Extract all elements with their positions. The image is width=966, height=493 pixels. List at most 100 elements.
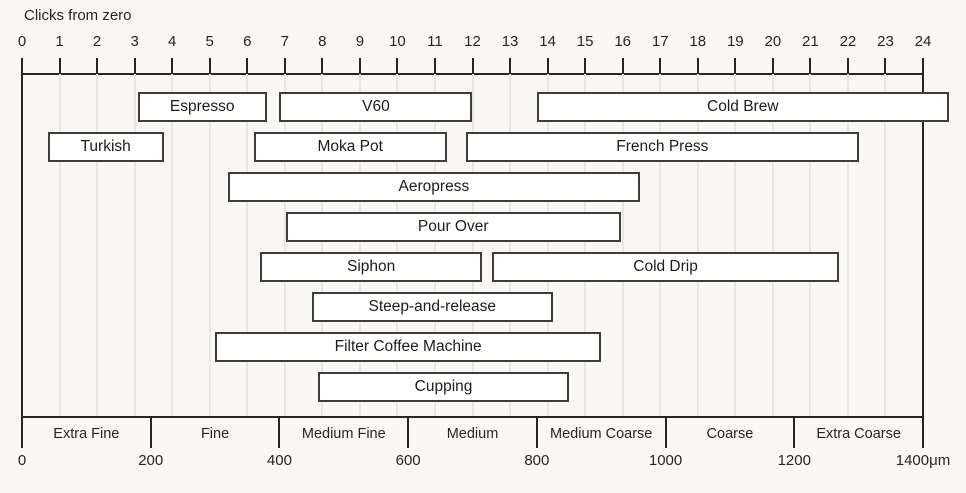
click-tick [396,58,399,74]
click-tick [171,58,174,74]
micron-tick-label: 1400μm [895,452,951,469]
click-tick-label: 16 [614,33,631,50]
click-tick-label: 22 [839,33,857,50]
click-tick-label: 9 [355,33,365,50]
click-tick-label: 14 [539,33,556,50]
gridline [321,74,324,417]
method-bar-label: V60 [362,98,390,115]
gridline [396,74,399,417]
gridline [771,74,774,417]
gridline [433,74,436,417]
method-bar: Espresso [137,92,267,122]
click-tick [208,58,211,74]
click-tick-label: 11 [427,33,443,50]
method-bar-label: Moka Pot [317,138,383,155]
click-tick [433,58,436,74]
gridline [621,74,624,417]
method-bar: French Press [466,132,859,162]
click-tick [846,58,849,74]
click-tick-label: 0 [17,33,27,50]
click-tick [809,58,812,74]
gridline [283,74,286,417]
gridline [846,74,849,417]
click-tick [546,58,549,74]
click-tick [659,58,662,74]
micron-tick-label: 0 [17,452,27,469]
click-tick [734,58,737,74]
method-bar-label: Cold Brew [707,98,779,115]
micron-tick-label: 600 [395,452,421,469]
click-tick [96,58,99,74]
click-tick [321,58,324,74]
method-bar-label: Siphon [346,258,396,275]
click-tick-label: 7 [280,33,289,50]
grind-band-label: Medium Fine [301,426,386,442]
click-tick [884,58,887,74]
gridline [58,74,61,417]
click-tick [696,58,699,74]
click-tick-label: 13 [501,33,519,50]
method-bar-label: Filter Coffee Machine [334,338,482,355]
click-tick-label: 2 [92,33,102,50]
band-divider [664,417,667,448]
band-divider [793,417,796,448]
gridline [171,74,174,417]
click-tick [58,58,61,74]
gridline [246,74,249,417]
click-tick-label: 24 [914,33,932,50]
method-bar-label: Cupping [414,378,473,395]
gridline [734,74,737,417]
click-tick [584,58,587,74]
click-tick [133,58,136,74]
method-bar: Siphon [260,252,483,282]
click-tick-label: 20 [764,33,782,50]
click-tick-label: 18 [689,33,707,50]
gridline [884,74,887,417]
bottom-axis-line [21,416,924,418]
grind-band-label: Medium Coarse [550,426,653,442]
micron-tick-label: 1200 [777,452,811,469]
top-axis-title: Clicks from zero [24,7,132,24]
band-divider [535,417,538,448]
gridline [133,74,136,417]
method-bar: Aeropress [227,172,640,202]
gridline [546,74,549,417]
grind-band-label: Coarse [706,426,754,442]
click-tick [771,58,774,74]
method-bar: Cold Drip [491,252,840,282]
method-bar: Turkish [47,132,164,162]
band-divider [149,417,152,448]
click-tick-label: 6 [243,33,252,50]
method-bar: V60 [279,92,473,122]
method-bar: Cupping [318,372,570,402]
grind-band-label: Fine [200,426,230,442]
grind-band-label: Medium [446,426,499,442]
method-bar: Moka Pot [253,132,447,162]
band-divider [278,417,281,448]
click-tick-label: 5 [205,33,214,50]
click-tick-label: 19 [726,33,744,50]
method-bar-label: Cold Drip [633,258,698,275]
click-tick-label: 23 [877,33,894,50]
method-bar-label: Steep-and-release [368,298,497,315]
gridline [696,74,699,417]
grind-band-label: Extra Fine [53,426,120,442]
click-tick-label: 21 [802,33,819,50]
click-tick-label: 17 [651,33,669,50]
method-bar-label: French Press [616,138,709,155]
method-bar: Filter Coffee Machine [215,332,602,362]
click-tick [246,58,249,74]
method-bar-label: Aeropress [398,178,470,195]
gridline [584,74,587,417]
gridline [208,74,211,417]
click-tick [509,58,512,74]
click-tick-label: 1 [55,33,64,50]
gridline [471,74,474,417]
method-bar: Steep-and-release [311,292,553,322]
micron-tick-label: 200 [138,452,164,469]
grind-band-label: Extra Coarse [816,426,901,442]
click-tick [471,58,474,74]
gridline [809,74,812,417]
band-divider [407,417,410,448]
